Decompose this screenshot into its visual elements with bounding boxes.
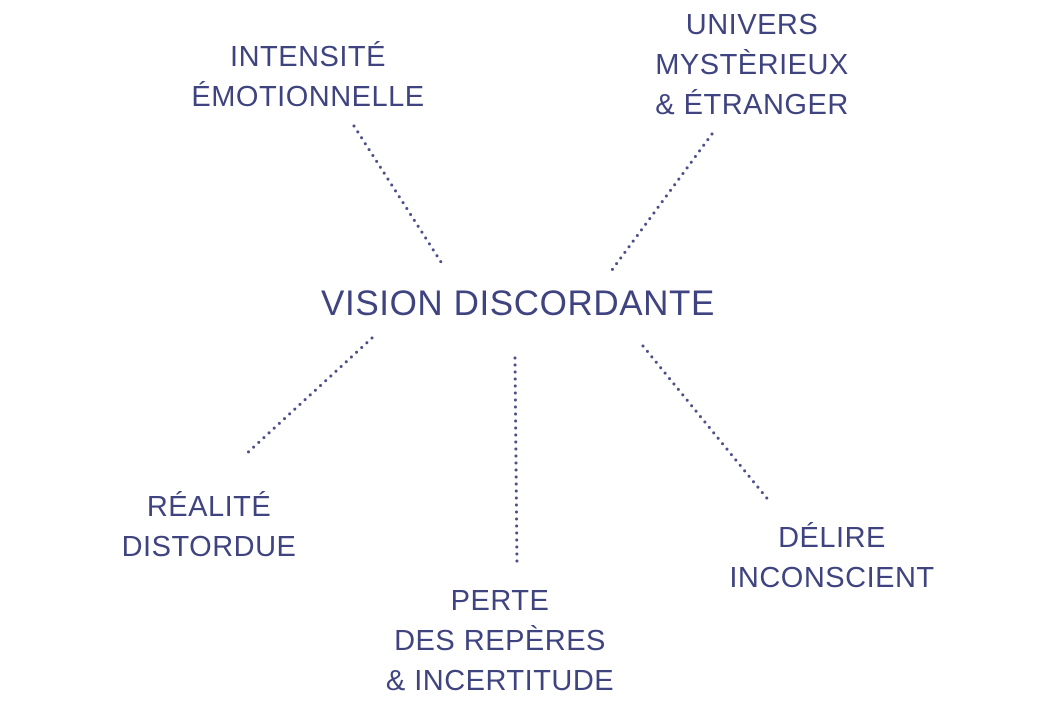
node-line: DES REPÈRES: [394, 625, 606, 657]
node-line: PERTE: [450, 585, 550, 617]
node-line: UNIVERS: [685, 9, 819, 41]
connector-realite: [242, 336, 374, 458]
node-line: DÉLIRE: [778, 522, 886, 554]
central-concept: VISION DISCORDANTE: [321, 284, 715, 323]
node-realite-distordue: RÉALITÉ DISTORDUE: [89, 487, 329, 567]
connector-delire: [641, 344, 772, 504]
node-line: & ÉTRANGER: [655, 89, 849, 121]
node-line: & INCERTITUDE: [385, 665, 615, 697]
node-line: MYSTÈRIEUX: [655, 49, 849, 81]
node-line: INTENSITÉ: [230, 41, 386, 73]
node-intensite-emotionnelle: INTENSITÉ ÉMOTIONNELLE: [168, 37, 448, 117]
node-line: RÉALITÉ: [146, 491, 272, 523]
connector-intensite: [352, 124, 443, 264]
node-perte-des-reperes: PERTE DES REPÈRES & INCERTITUDE: [360, 581, 640, 701]
node-univers-mysterieux: UNIVERS MYSTÈRIEUX & ÉTRANGER: [622, 5, 882, 125]
node-delire-inconscient: DÉLIRE INCONSCIENT: [702, 518, 962, 598]
connector-univers: [607, 132, 714, 276]
node-line: DISTORDUE: [121, 531, 297, 563]
node-line: INCONSCIENT: [729, 562, 935, 594]
node-line: ÉMOTIONNELLE: [191, 81, 425, 113]
connector-perte: [513, 356, 519, 568]
